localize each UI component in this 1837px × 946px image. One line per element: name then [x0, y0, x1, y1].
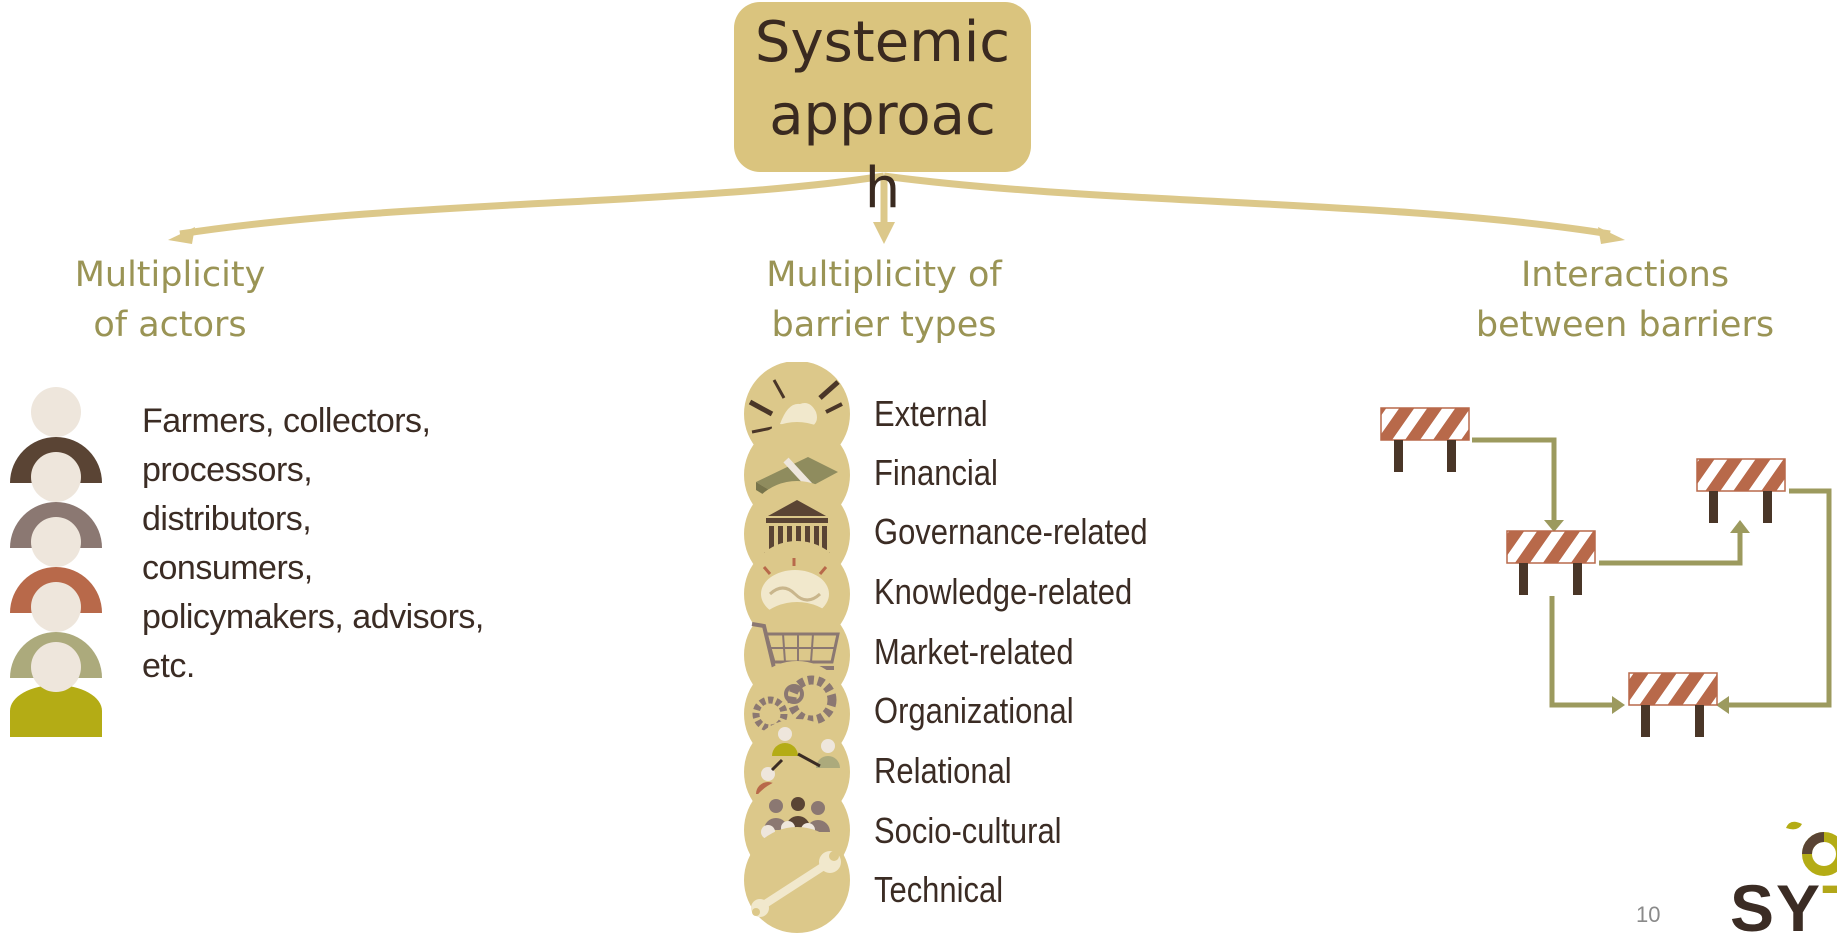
barrier-type-label-socio-cultural: Socio-cultural	[874, 810, 1062, 851]
arrow-head-actors	[168, 227, 195, 244]
barrier-type-label-organizational: Organizational	[874, 690, 1074, 731]
actors-list: Farmers, collectors, processors, distrib…	[142, 397, 542, 691]
actors-line-6: etc.	[142, 647, 195, 685]
actors-figure-stack	[10, 387, 102, 737]
actors-line-3: distributors,	[142, 500, 312, 538]
actors-line-2: processors,	[142, 451, 313, 489]
heading-actors-line-2: of actors	[93, 305, 247, 345]
connector-2-to-4	[1549, 596, 1614, 708]
barrier-3	[1696, 458, 1786, 523]
logo-wordmark: SYT	[1730, 870, 1837, 946]
logo-part-1: SY	[1730, 871, 1823, 945]
barrier-type-label-governance: Governance-related	[874, 511, 1148, 552]
heading-interactions-line-2: between barriers	[1475, 305, 1775, 345]
heading-actors: Multiplicity of actors	[40, 250, 300, 350]
barrier-connectors	[1472, 437, 1832, 708]
page-number: 10	[1636, 902, 1661, 927]
barrier-type-label-relational: Relational	[874, 750, 1012, 791]
actors-line-4: consumers,	[142, 549, 313, 587]
barrier-type-label-market: Market-related	[874, 631, 1074, 672]
heading-actors-line-1: Multiplicity	[74, 255, 266, 295]
arrow-to-interactions	[883, 172, 1611, 238]
arrow-to-actors	[179, 172, 885, 238]
barrier-type-icons	[744, 362, 850, 933]
title-line-3: h	[864, 156, 901, 221]
connector-3-to-4	[1727, 488, 1832, 708]
actors-line-1: Farmers, collectors,	[142, 402, 431, 440]
connector-1-to-2	[1472, 437, 1557, 522]
logo-mark-icon	[1786, 821, 1837, 876]
connector-2-to-3	[1599, 530, 1743, 566]
actors-line-5: policymakers, advisors,	[142, 598, 484, 636]
heading-interactions-line-1: Interactions	[1520, 255, 1730, 295]
heading-barrier-types: Multiplicity of barrier types	[744, 250, 1024, 350]
title-line-1: Systemic	[754, 10, 1011, 75]
title-box	[734, 2, 1031, 172]
wrench-icon	[744, 827, 850, 933]
barrier-1	[1380, 407, 1470, 472]
heading-barrier-types-line-2: barrier types	[771, 305, 997, 345]
barrier-2	[1506, 530, 1596, 595]
title-text: Systemic approac h	[734, 6, 1031, 236]
logo-part-2: T	[1822, 871, 1837, 945]
heading-interactions: Interactions between barriers	[1460, 250, 1790, 350]
barrier-interactions-diagram	[1380, 407, 1832, 737]
connector-arrowheads	[1544, 520, 1750, 714]
actor-figure-5	[10, 642, 102, 737]
title-line-2: approac	[769, 83, 996, 148]
barrier-type-label-financial: Financial	[874, 452, 998, 493]
arrow-head-interactions	[1598, 227, 1625, 244]
barrier-type-label-technical: Technical	[874, 869, 1004, 910]
barrier-type-label-knowledge: Knowledge-related	[874, 571, 1133, 612]
barrier-type-label-external: External	[874, 393, 988, 434]
barrier-4	[1628, 672, 1718, 737]
heading-barrier-types-line-1: Multiplicity of	[766, 255, 1002, 295]
arrow-head-barrier-types	[873, 222, 895, 244]
